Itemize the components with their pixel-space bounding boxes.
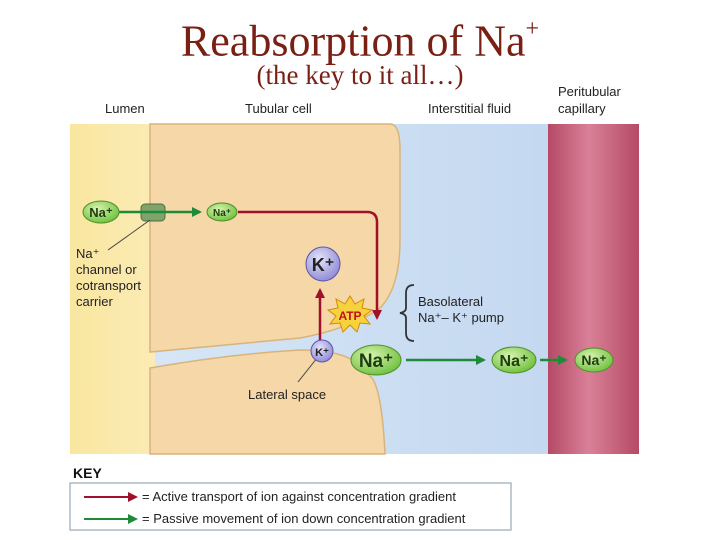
k-ion-upper: K⁺ [305,246,341,282]
atp-burst: ATP [326,295,374,333]
capillary-region [548,124,639,454]
na-ion-lumen-label: Na⁺ [89,205,113,220]
label-tubular-cell: Tubular cell [245,101,312,116]
na-ion-capillary: Na⁺ [574,347,614,373]
channel-pointer [107,219,151,251]
na-ion-cell-label: Na⁺ [213,208,231,219]
tubular-cell-upper [149,123,401,353]
key-passive-text: = Passive movement of ion down concentra… [142,511,466,526]
na-ion-interstitial-label: Na⁺ [500,353,529,370]
label-interstitial-fluid: Interstitial fluid [428,101,511,116]
title-superscript: + [525,16,540,42]
channel-label-2: channel or [76,262,137,277]
pump-label-1: Basolateral [418,294,483,309]
k-ion-lower-label: K⁺ [315,347,329,359]
na-ion-pump-label: Na⁺ [359,351,393,372]
na-ion-capillary-label: Na⁺ [581,352,606,368]
title-text: Reabsorption of Na [180,16,526,66]
title-main: Reabsorption of Na+ [0,10,720,65]
key-heading: KEY [73,465,102,481]
k-ion-upper-label: K⁺ [312,255,335,275]
na-ion-interstitial: Na⁺ [491,346,537,374]
channel-label-3: cotransport [76,278,141,293]
na-ion-lumen: Na⁺ [82,200,120,224]
title-subtitle: (the key to it all…) [256,59,464,90]
label-lumen: Lumen [105,101,145,116]
na-ion-cell: Na⁺ [206,202,238,222]
channel-label-4: carrier [76,294,114,309]
arrow-active-na-path [238,210,382,320]
slide-title: Reabsorption of Na+ (the key to it all…) [0,10,720,89]
channel-label-1: Na⁺ [76,246,99,261]
key-active-text: = Active transport of ion against concen… [142,489,456,504]
label-peritubular-1: Peritubular [558,84,622,99]
label-peritubular-2: capillary [558,101,606,116]
lateral-space-label: Lateral space [248,387,326,402]
pump-label-2: Na⁺– K⁺ pump [418,310,504,325]
key-box [69,482,512,531]
pump-brace [399,284,415,342]
tubular-cell-lower [149,349,386,455]
lumen-region [70,124,160,454]
k-ion-lower: K⁺ [310,339,334,363]
na-ion-pump: Na⁺ [350,344,402,376]
atp-label: ATP [338,309,361,323]
